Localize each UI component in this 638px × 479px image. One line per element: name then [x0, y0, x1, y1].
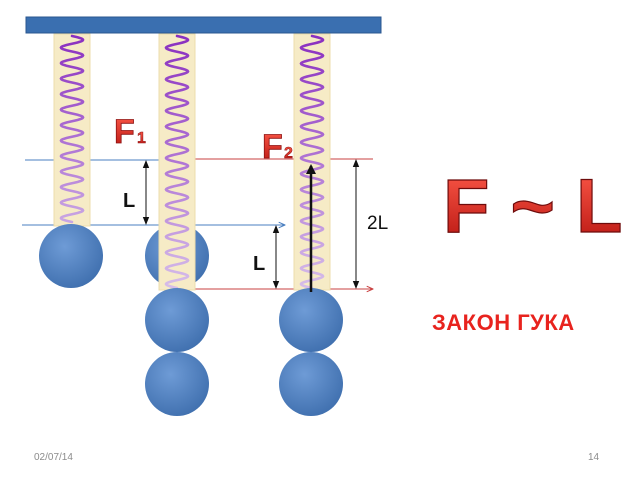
label-2l: 2L: [367, 213, 388, 234]
f2-subscript: 2: [284, 145, 293, 162]
ball-2-bottom: [145, 352, 209, 416]
ball-3-top: [279, 288, 343, 352]
formula-hookes-law: F ~ L: [443, 164, 622, 249]
label-l-first: L: [123, 190, 135, 212]
ceiling-bar: [25, 16, 382, 34]
law-title: ЗАКОН ГУКА: [432, 310, 575, 335]
force-label-f2: F 2: [262, 128, 294, 167]
f1-letter: F: [114, 113, 135, 151]
slide-page-number: 14: [588, 452, 600, 463]
ball-1: [39, 224, 103, 288]
f2-letter: F: [262, 128, 283, 166]
ball-3-bottom: [279, 352, 343, 416]
ball-2-top: [145, 288, 209, 352]
slide-date: 02/07/14: [34, 452, 73, 463]
spring-1: [53, 33, 91, 227]
label-l-second: L: [253, 253, 265, 275]
spring-2: [158, 33, 196, 291]
f1-subscript: 1: [137, 130, 146, 147]
force-label-f1: F 1: [114, 113, 147, 152]
